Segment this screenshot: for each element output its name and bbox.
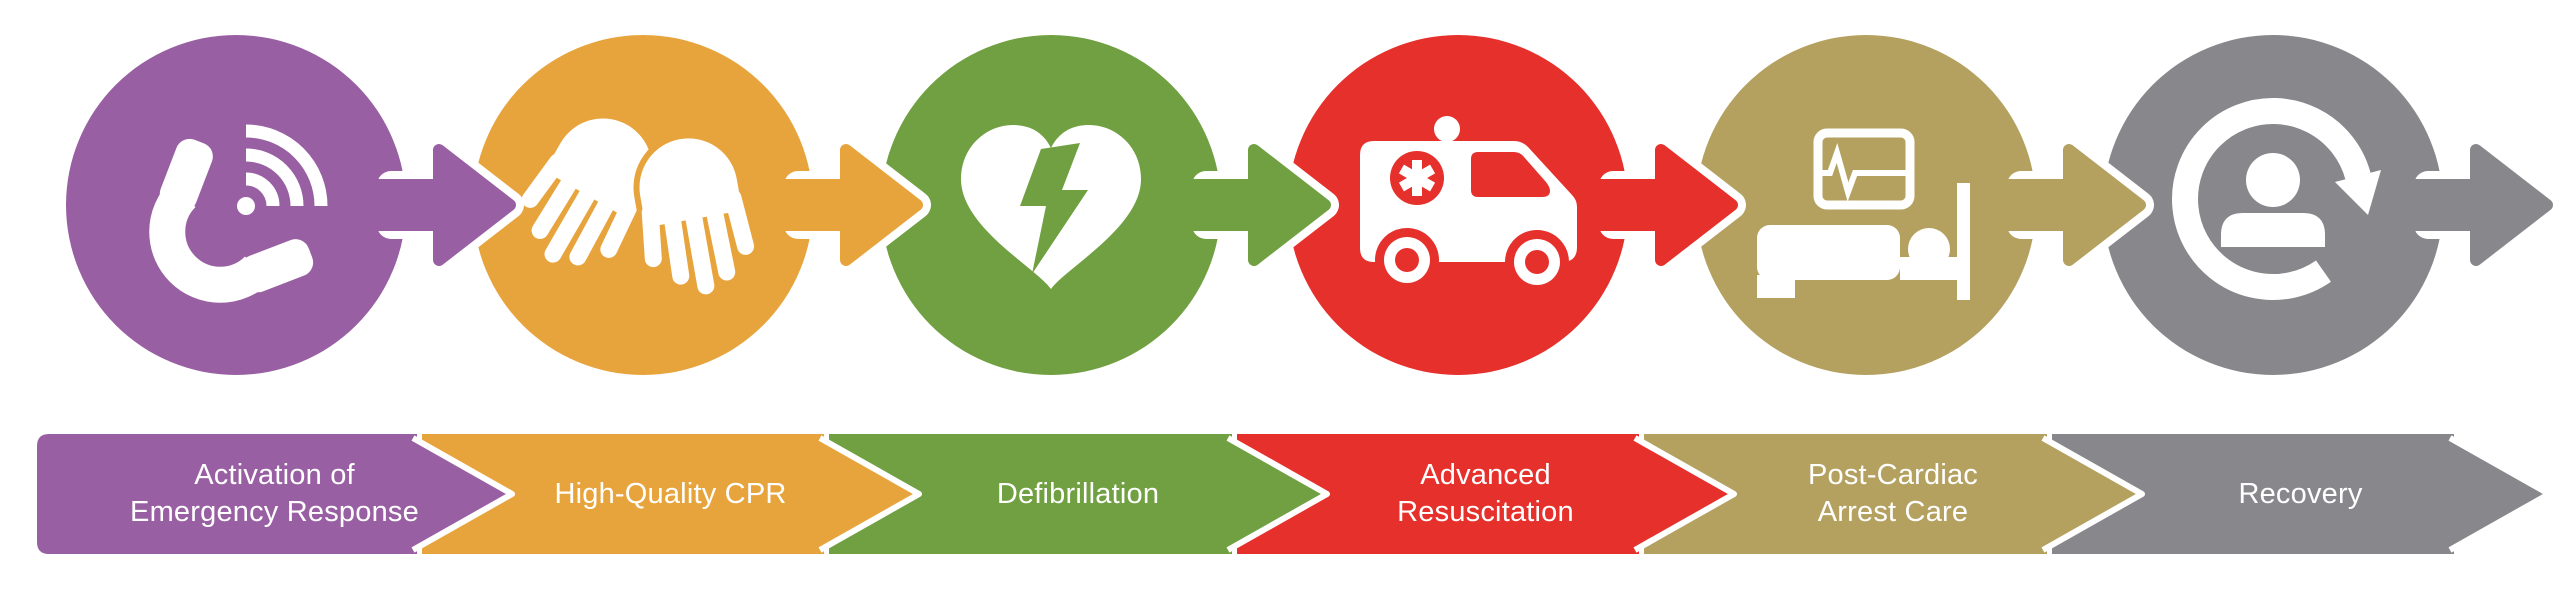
heart-lightning-bolt-icon [961,125,1141,289]
arrow-3-icon [1161,136,1339,274]
lightning-bolt [1020,143,1088,274]
person-head [2246,153,2300,207]
front-wheel-hub [1525,250,1549,274]
step-1-chevron-tip [411,435,515,553]
step-6-chevron-tip [2448,435,2552,553]
bed-headboard-post [1957,183,1970,300]
bed-rail [1900,257,1957,280]
person-recovery-cycle-icon [2172,98,2381,301]
arrow-5-icon [1976,136,2154,274]
connector-arrows [346,136,2560,274]
ekg-trace [1818,143,1910,202]
step-3-chevron-tip [1226,435,1330,553]
label-band [37,434,2552,554]
step-1-circle [66,35,406,375]
step-1-chevron [37,434,417,554]
ambulance-light [1434,116,1460,142]
ekg-monitor-frame [1813,128,1915,210]
star-of-life-icon [1398,160,1436,196]
step-2-chevron-tip [818,435,922,553]
signal-waves-icon [237,124,328,215]
phone-handset-icon [149,138,314,303]
arrow-4-icon [1568,136,1746,274]
bed-foot [1757,275,1795,298]
cycle-arrow-ring [2172,98,2371,301]
bed-mattress [1757,225,1900,280]
hospital-bed-monitor-icon [1757,128,1970,300]
rear-wheel-hub [1395,248,1419,272]
step-5-chevron-tip [2041,435,2145,553]
step-4-chevron-tip [1633,435,1737,553]
phone-call-signal-waves-icon [149,124,328,303]
person-shoulders [2221,213,2325,247]
ambulance-icon [1360,116,1577,294]
arrow-6-icon [2383,136,2560,274]
ambulance-windshield [1471,152,1550,197]
cycle-arrowhead [2335,170,2381,215]
arrow-1-icon [346,136,524,274]
arrow-2-icon [753,136,931,274]
